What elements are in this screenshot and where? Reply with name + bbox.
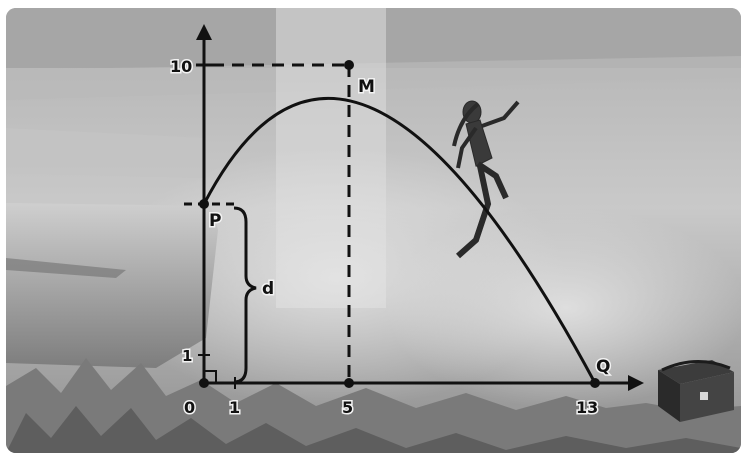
ledge-crack bbox=[6, 258, 126, 278]
x-tick-label-13: 13 bbox=[576, 398, 598, 417]
point-q-label: Q bbox=[596, 357, 610, 377]
y-axis-arrowhead bbox=[196, 24, 212, 40]
x-tick-label-1: 1 bbox=[229, 398, 240, 417]
x-5-marker bbox=[344, 378, 354, 388]
y-tick-label-1: 1 bbox=[182, 347, 192, 365]
diagram-overlay bbox=[184, 24, 644, 391]
parabolic-trajectory bbox=[202, 96, 597, 384]
point-q-marker bbox=[590, 378, 600, 388]
point-p-label: P bbox=[209, 211, 221, 231]
origin-marker bbox=[199, 378, 209, 388]
point-m-marker bbox=[344, 60, 354, 70]
x-axis-arrowhead bbox=[628, 375, 644, 391]
scene-svg: 10 1 0 1 5 13 P M Q d bbox=[6, 8, 741, 453]
right-angle-marker bbox=[203, 370, 217, 384]
point-m-label: M bbox=[358, 77, 375, 97]
distance-brace bbox=[233, 206, 257, 384]
foreground-rocks bbox=[6, 406, 741, 453]
mist-cloud-right bbox=[386, 208, 741, 408]
point-p-marker bbox=[199, 199, 209, 209]
y-tick-label-10: 10 bbox=[170, 57, 192, 76]
left-stone-ledge bbox=[6, 203, 218, 368]
jumping-character-figure bbox=[452, 100, 520, 259]
x-tick-label-0: 0 bbox=[184, 398, 195, 417]
game-scene-background: 10 1 0 1 5 13 P M Q d bbox=[6, 8, 741, 453]
x-tick-label-5: 5 bbox=[342, 398, 353, 417]
distance-d-label: d bbox=[262, 279, 274, 299]
treasure-chest-icon bbox=[658, 359, 734, 422]
left-wall-slab bbox=[6, 128, 206, 178]
